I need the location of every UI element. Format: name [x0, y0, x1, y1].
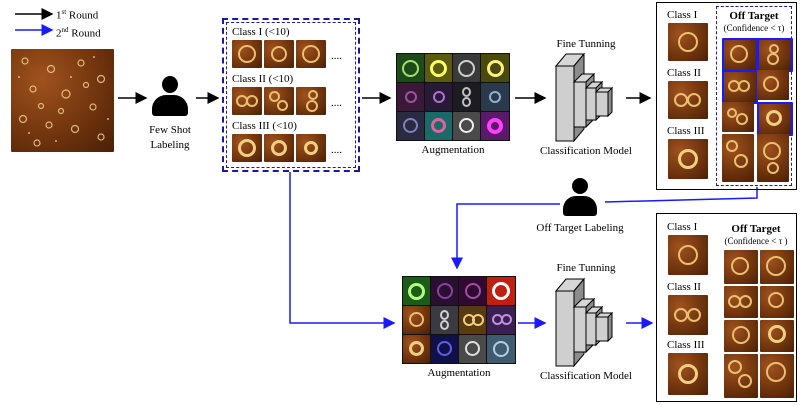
aug-tile — [397, 83, 424, 111]
person-icon — [563, 178, 597, 218]
result-bottom-class1-label: Class I — [667, 221, 698, 233]
blue-path-labeling-to-aug2 — [451, 203, 560, 270]
aug-tile — [459, 335, 486, 363]
class1-label: Class I (<10) — [232, 26, 290, 38]
aug-tile — [403, 277, 430, 305]
class2-ellipsis: .... — [331, 97, 342, 109]
off-target-sample — [724, 286, 758, 318]
model-label-bottom: Classification Model — [540, 370, 632, 382]
aug-tile — [459, 306, 486, 334]
class2-sample — [264, 87, 294, 115]
result-top-class2-sample — [668, 81, 708, 119]
few-shot-class-box — [222, 18, 360, 172]
result-top-class1-label: Class I — [667, 9, 698, 21]
augmentation-grid-top — [396, 53, 510, 141]
class1-sample — [264, 40, 294, 68]
aug-tile — [425, 83, 452, 111]
few-shot-class-box-inner — [226, 22, 356, 168]
aug-tile — [487, 277, 515, 305]
legend-round2: 2nd Round — [56, 26, 101, 40]
off-target-sample — [757, 70, 789, 100]
off-target-sample — [722, 134, 754, 182]
aug-tile — [453, 112, 480, 140]
aug-tile — [397, 112, 424, 140]
result-box-bottom — [656, 213, 797, 402]
blue-path-classes-to-aug2 — [289, 172, 396, 329]
class3-sample — [296, 134, 326, 162]
result-bottom-class3-label: Class III — [667, 339, 705, 351]
result-bottom-class2-sample — [668, 295, 708, 335]
fine-tuning-label-top: Fine Tunning — [556, 38, 616, 50]
aug-tile — [459, 277, 486, 305]
aug-tile — [453, 54, 480, 82]
aug-tile — [481, 54, 509, 82]
model-label-top: Classification Model — [540, 145, 632, 157]
off-target-sample — [722, 102, 754, 132]
off-target-sample — [760, 286, 794, 318]
result-top-class3-sample — [668, 139, 708, 179]
augmentation-grid-bottom — [402, 276, 516, 364]
aug-tile — [481, 83, 509, 111]
off-target-sample — [760, 354, 794, 398]
aug-tile — [487, 335, 515, 363]
confidence-label-top: (Confidence < τ) — [723, 23, 785, 33]
class1-sample — [296, 40, 326, 68]
off-target-sample — [760, 320, 794, 352]
aug-tile — [431, 335, 458, 363]
class3-ellipsis: .... — [331, 144, 342, 156]
afm-speckles — [18, 56, 109, 147]
aug-tile — [397, 54, 424, 82]
result-top-class2-label: Class II — [667, 67, 701, 79]
confidence-label-bottom: (Confidence < τ ) — [724, 236, 788, 246]
class3-label: Class III (<10) — [232, 120, 297, 132]
result-top-class1-sample — [668, 23, 708, 61]
off-target-label-bottom: Off Target — [731, 223, 781, 235]
off-target-sample — [757, 102, 793, 136]
off-target-label-top: Off Target — [729, 10, 779, 22]
off-target-sample — [724, 250, 758, 284]
aug-tile — [453, 83, 480, 111]
class2-label: Class II (<10) — [232, 73, 294, 85]
result-bottom-class1-sample — [668, 235, 708, 275]
off-target-labeling-label: Off Target Labeling — [536, 222, 624, 234]
off-target-sample — [724, 320, 758, 352]
class1-ellipsis: .... — [331, 50, 342, 62]
class3-sample — [232, 134, 262, 162]
result-bottom-class2-label: Class II — [667, 281, 701, 293]
source-afm-image — [11, 49, 114, 152]
off-target-sample — [722, 70, 758, 104]
result-top-class3-label: Class III — [667, 125, 705, 137]
fine-tuning-label-bottom: Fine Tunning — [556, 262, 616, 274]
off-target-sample — [757, 134, 789, 182]
aug-tile — [431, 306, 458, 334]
legend-round1: 1st Round — [56, 8, 99, 22]
off-target-sample — [724, 354, 758, 398]
person-icon — [152, 76, 188, 118]
off-target-box-top — [716, 6, 792, 186]
class2-sample — [296, 87, 326, 115]
result-box-top — [656, 2, 797, 190]
class2-sample — [232, 87, 262, 115]
aug-tile — [487, 306, 515, 334]
augmentation-label-top: Augmentation — [421, 144, 485, 156]
augmentation-label-bottom: Augmentation — [427, 367, 491, 379]
aug-tile — [425, 112, 452, 140]
aug-tile — [403, 335, 430, 363]
few-shot-label: Few Shot Labeling — [149, 124, 191, 151]
result-bottom-class3-sample — [668, 353, 708, 395]
aug-tile — [425, 54, 452, 82]
off-target-sample — [760, 250, 794, 284]
aug-tile — [403, 306, 430, 334]
class3-sample — [264, 134, 294, 162]
class1-sample — [232, 40, 262, 68]
blue-path-offtarget-to-labeling — [604, 187, 758, 203]
aug-tile — [481, 112, 509, 140]
aug-tile — [431, 277, 458, 305]
